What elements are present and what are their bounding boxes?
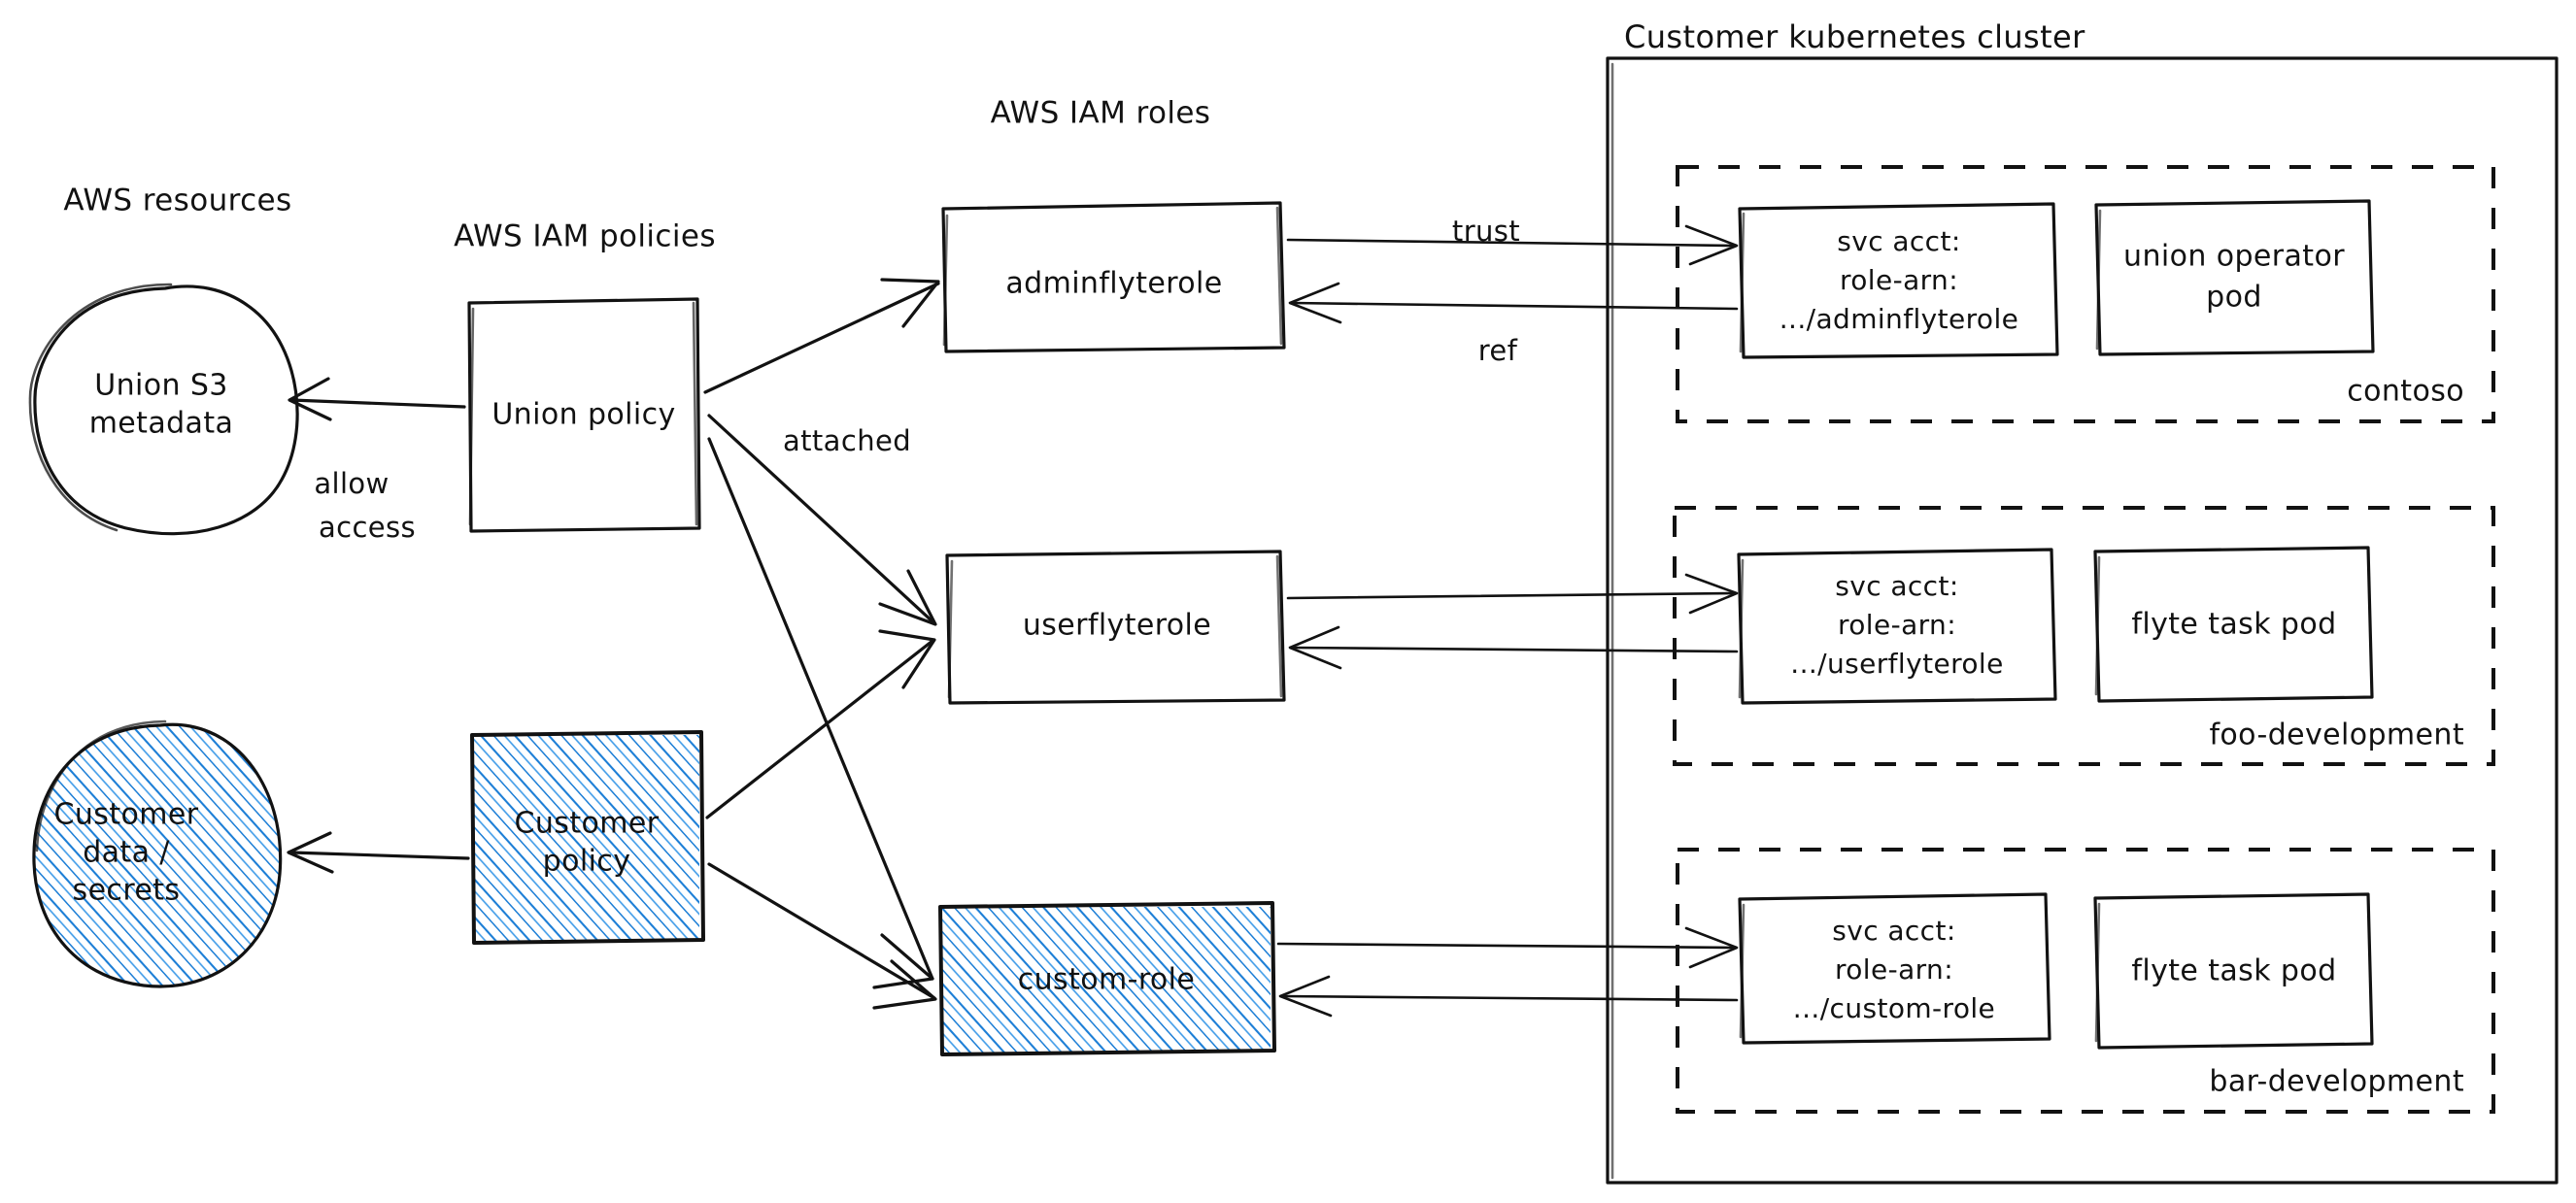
custom-role-hatch [940, 907, 1271, 1053]
namespace-label-bar-development: bar-development [2209, 1065, 2464, 1099]
svc-acct-bar-line-3: .../custom-role [1793, 992, 1995, 1024]
svc-acct-contoso[interactable]: svc acct: role-arn: .../adminflyterole [1738, 202, 2059, 359]
namespace-bar-development: bar-development svc acct: role-arn: .../… [1676, 848, 2495, 1114]
node-union-s3-metadata[interactable]: Union S3 metadata [28, 283, 299, 536]
node-customer-data-line-3: secrets [73, 874, 181, 908]
pod-flyte-task-bar-label: flyte task pod [2131, 954, 2336, 988]
edge-custom-role-ref [1278, 975, 1739, 1018]
namespace-foo-development: foo-development svc acct: role-arn: .../… [1673, 506, 2495, 766]
edge-union-policy-to-s3: allow access [288, 377, 466, 544]
edge-label-trust: trust [1452, 215, 1520, 248]
edge-label-access: access [319, 511, 416, 544]
pod-flyte-task-foo-label: flyte task pod [2131, 608, 2336, 642]
pod-union-operator[interactable]: union operator pod [2094, 199, 2375, 356]
customer-data-hatch [33, 724, 281, 987]
node-custom-role[interactable]: custom-role [938, 901, 1276, 1056]
node-union-s3-line-2: metadata [89, 407, 234, 441]
pod-flyte-task-foo[interactable]: flyte task pod [2093, 546, 2374, 703]
edge-adminflyterole-ref: ref [1288, 282, 1739, 367]
svc-acct-foo-development[interactable]: svc acct: role-arn: .../userflyterole [1737, 548, 2057, 705]
node-userflyterole[interactable]: userflyterole [945, 550, 1286, 705]
node-customer-policy[interactable]: Customer policy [470, 730, 705, 945]
svc-acct-bar-line-2: role-arn: [1835, 953, 1953, 986]
svc-acct-bar-development[interactable]: svc acct: role-arn: .../custom-role [1738, 892, 2051, 1045]
edge-label-allow: allow [314, 467, 389, 500]
svc-acct-foo-line-1: svc acct: [1835, 570, 1958, 602]
edge-union-policy-to-custom-role [707, 437, 934, 989]
svc-acct-foo-line-3: .../userflyterole [1790, 648, 2003, 680]
edge-customer-policy-to-data [287, 831, 470, 874]
node-adminflyterole[interactable]: adminflyterole [941, 201, 1286, 353]
node-union-s3-line-1: Union S3 [94, 369, 228, 403]
node-customer-policy-line-2: policy [543, 845, 631, 879]
namespace-label-foo-development: foo-development [2209, 718, 2464, 752]
node-union-policy-label: Union policy [491, 398, 675, 432]
pod-union-operator-line-1: union operator [2123, 240, 2345, 274]
node-customer-data-line-1: Customer [54, 798, 199, 832]
svc-acct-foo-line-2: role-arn: [1838, 609, 1956, 641]
edge-union-policy-to-userflyterole [707, 414, 937, 626]
svc-acct-contoso-line-1: svc acct: [1837, 225, 1960, 257]
node-adminflyterole-label: adminflyterole [1005, 267, 1222, 301]
svc-acct-contoso-line-2: role-arn: [1840, 264, 1958, 296]
namespace-label-contoso: contoso [2347, 375, 2464, 409]
node-customer-policy-line-1: Customer [515, 807, 660, 841]
edge-union-policy-to-adminflyterole [703, 278, 940, 394]
pod-flyte-task-bar[interactable]: flyte task pod [2093, 892, 2374, 1050]
section-label-aws-iam-roles: AWS IAM roles [991, 96, 1211, 131]
section-label-aws-iam-policies: AWS IAM policies [454, 219, 716, 254]
svc-acct-bar-line-1: svc acct: [1832, 915, 1955, 947]
pod-union-operator-line-2: pod [2206, 281, 2262, 315]
node-customer-data-line-2: data / [83, 836, 170, 870]
svc-acct-contoso-line-3: .../adminflyterole [1779, 303, 2019, 335]
edge-customer-policy-to-custom-role [707, 862, 937, 1010]
customer-policy-hatch [472, 735, 699, 941]
node-union-policy[interactable]: Union policy [467, 297, 701, 533]
node-userflyterole-label: userflyterole [1023, 609, 1211, 643]
edge-userflyterole-trust [1286, 573, 1739, 615]
edge-adminflyterole-trust: trust [1286, 215, 1739, 266]
node-custom-role-label: custom-role [1018, 963, 1196, 997]
section-label-customer-cluster: Customer kubernetes cluster [1624, 18, 2085, 55]
edge-customer-policy-to-userflyterole [705, 629, 936, 819]
cluster-boundary [1606, 56, 2559, 1185]
edge-userflyterole-ref [1288, 625, 1739, 670]
edge-label-ref: ref [1478, 334, 1518, 367]
namespace-contoso: contoso svc acct: role-arn: .../adminfly… [1676, 165, 2495, 423]
edge-custom-role-trust [1276, 926, 1739, 969]
node-customer-data-secrets[interactable]: Customer data / secrets [32, 719, 283, 988]
edge-label-attached: attached [783, 424, 911, 457]
section-label-aws-resources: AWS resources [63, 184, 291, 218]
